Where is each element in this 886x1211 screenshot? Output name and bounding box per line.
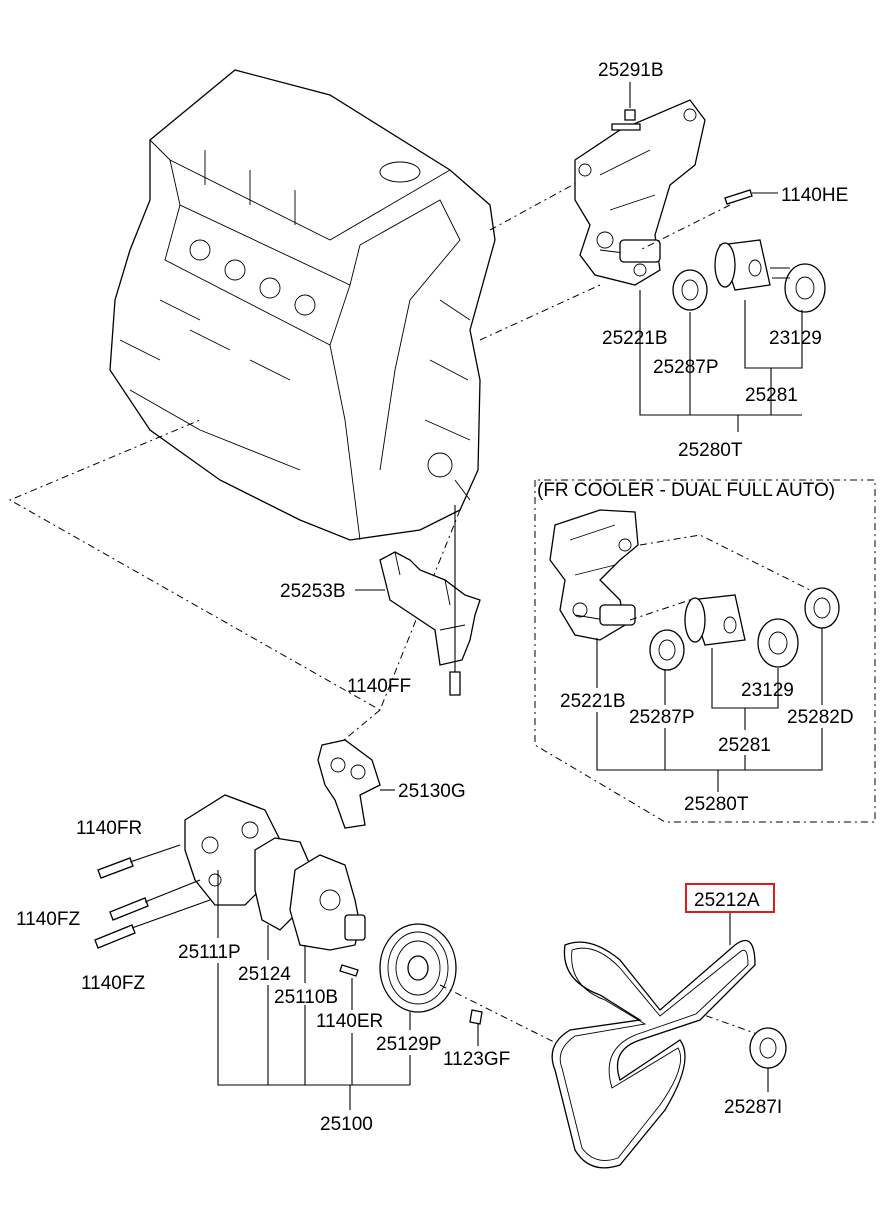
bolt-1140FF[interactable]: [449, 671, 461, 696]
label-1140FR: 1140FR: [76, 818, 142, 839]
label-25221B-box: 25221B: [560, 691, 626, 712]
gasket-25130G[interactable]: [317, 739, 381, 829]
bolt-1140FZ-lower[interactable]: [94, 924, 136, 949]
idler-pulley-25287I[interactable]: [749, 1027, 787, 1069]
label-25100: 25100: [320, 1114, 373, 1135]
label-25287P-box: 25287P: [629, 707, 695, 728]
pulley-25129P[interactable]: [379, 923, 457, 1013]
bolt-1123GF[interactable]: [469, 1009, 483, 1025]
highlight-box-25212A: [685, 883, 775, 913]
label-1140FZ-lower: 1140FZ: [81, 973, 145, 994]
idler-pulley-25287P-box[interactable]: [649, 629, 685, 671]
pulley-25282D[interactable]: [804, 587, 840, 629]
label-23129-top: 23129: [769, 328, 822, 349]
label-25287I: 25287I: [724, 1097, 782, 1118]
label-25291B: 25291B: [598, 60, 664, 81]
label-23129-box: 23129: [741, 680, 794, 701]
label-1140FZ-upper: 1140FZ: [16, 909, 80, 930]
label-25130G: 25130G: [398, 781, 466, 802]
tensioner-25281-top[interactable]: [714, 239, 771, 291]
label-25280T-box: 25280T: [684, 794, 749, 815]
label-25280T-top: 25280T: [678, 440, 743, 461]
label-1123GF: 1123GF: [443, 1049, 510, 1070]
bolt-1140FZ-upper[interactable]: [109, 897, 149, 921]
label-25281-box: 25281: [718, 735, 771, 756]
bolt-1140HE[interactable]: [724, 189, 778, 205]
water-pump-25110B[interactable]: [289, 854, 366, 951]
bracket-25253B[interactable]: [379, 551, 481, 666]
label-1140ER: 1140ER: [316, 1011, 383, 1032]
label-25110B: 25110B: [274, 987, 338, 1008]
bolt-1140ER[interactable]: [339, 964, 359, 977]
tensioner-bracket-top[interactable]: [574, 99, 706, 286]
engine-block[interactable]: [109, 69, 496, 541]
label-25281-top: 25281: [745, 385, 798, 406]
bolt-1140FR[interactable]: [97, 857, 134, 879]
label-1140FF: 1140FF: [347, 676, 411, 697]
label-25111P: 25111P: [178, 942, 241, 963]
label-25282D: 25282D: [787, 707, 854, 728]
pulley-23129-box[interactable]: [757, 618, 799, 668]
bolt-25291B[interactable]: [611, 82, 641, 131]
tensioner-bracket-box[interactable]: [549, 509, 639, 641]
label-fr-cooler-note: (FR COOLER - DUAL FULL AUTO): [537, 480, 835, 501]
label-25124: 25124: [238, 964, 291, 985]
label-25129P: 25129P: [376, 1034, 442, 1055]
label-25253B: 25253B: [280, 581, 346, 602]
label-25221B-top: 25221B: [602, 328, 668, 349]
idler-pulley-25287P-top[interactable]: [672, 269, 708, 311]
drive-belt-25212A[interactable]: [551, 939, 756, 1169]
label-25212A: 25212A: [694, 890, 760, 911]
pulley-23129-top[interactable]: [770, 263, 826, 313]
label-25287P-top: 25287P: [653, 357, 719, 378]
tensioner-25281-box[interactable]: [684, 594, 746, 646]
label-1140HE: 1140HE: [781, 185, 848, 206]
